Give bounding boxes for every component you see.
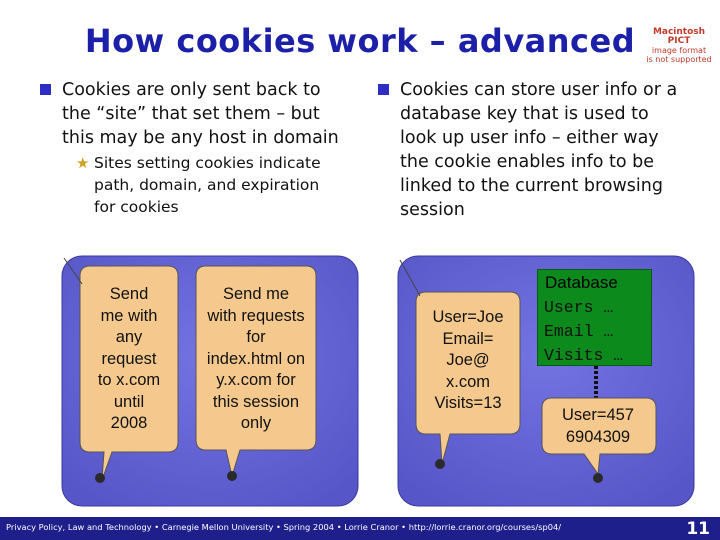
right-bullet-text: Cookies can store user info or a databas… (400, 80, 678, 220)
bubble-1-tail-dot (95, 473, 105, 483)
speech-bubble-4 (541, 397, 657, 476)
star-bullet-icon: ★ (76, 154, 90, 172)
bubble-3-tail-dot (435, 459, 445, 469)
slide-title: How cookies work – advanced (84, 22, 636, 60)
right-bullet: Cookies can store user info or a databas… (378, 78, 713, 222)
pointer-line-1 (63, 257, 83, 285)
speech-bubble-1 (79, 265, 179, 481)
speech-bubble-2 (195, 265, 317, 478)
page-number: 11 (686, 519, 710, 539)
bubble-1-text: Send me with any request to x.com until … (97, 285, 161, 432)
placeholder-line2: is not supported (646, 55, 712, 64)
placeholder-title: Macintosh PICT (652, 27, 706, 46)
bubble-2-tail-dot (227, 471, 237, 481)
left-subbullet: ★ Sites setting cookies indicate path, d… (76, 152, 356, 218)
placeholder-line1: image format (651, 46, 707, 55)
left-subbullet-text: Sites setting cookies indicate path, dom… (94, 154, 321, 216)
left-bullet: Cookies are only sent back to the “site”… (40, 78, 360, 150)
bubble-3-text: User=Joe Email= Joe@ x.com Visits=13 (432, 308, 504, 412)
left-bullet-text: Cookies are only sent back to the “site”… (62, 80, 339, 148)
square-bullet-icon (378, 84, 389, 95)
square-bullet-icon (40, 84, 51, 95)
database-box (537, 269, 652, 366)
footer-bar (0, 517, 720, 540)
footer-text: Privacy Policy, Law and Technology • Car… (6, 522, 562, 532)
image-placeholder: Macintosh PICT image format is not suppo… (646, 27, 712, 65)
database-title: Database (545, 273, 618, 292)
pointer-line-3 (399, 259, 421, 297)
bubble-2-text: Send me with requests for index.html on … (206, 285, 306, 432)
bubble-4-tail-dot (593, 473, 603, 483)
database-rows: Users … Email … Visits … (544, 298, 624, 365)
bubble-4-text: User=457 6904309 (561, 406, 634, 446)
speech-bubble-3 (415, 291, 521, 465)
